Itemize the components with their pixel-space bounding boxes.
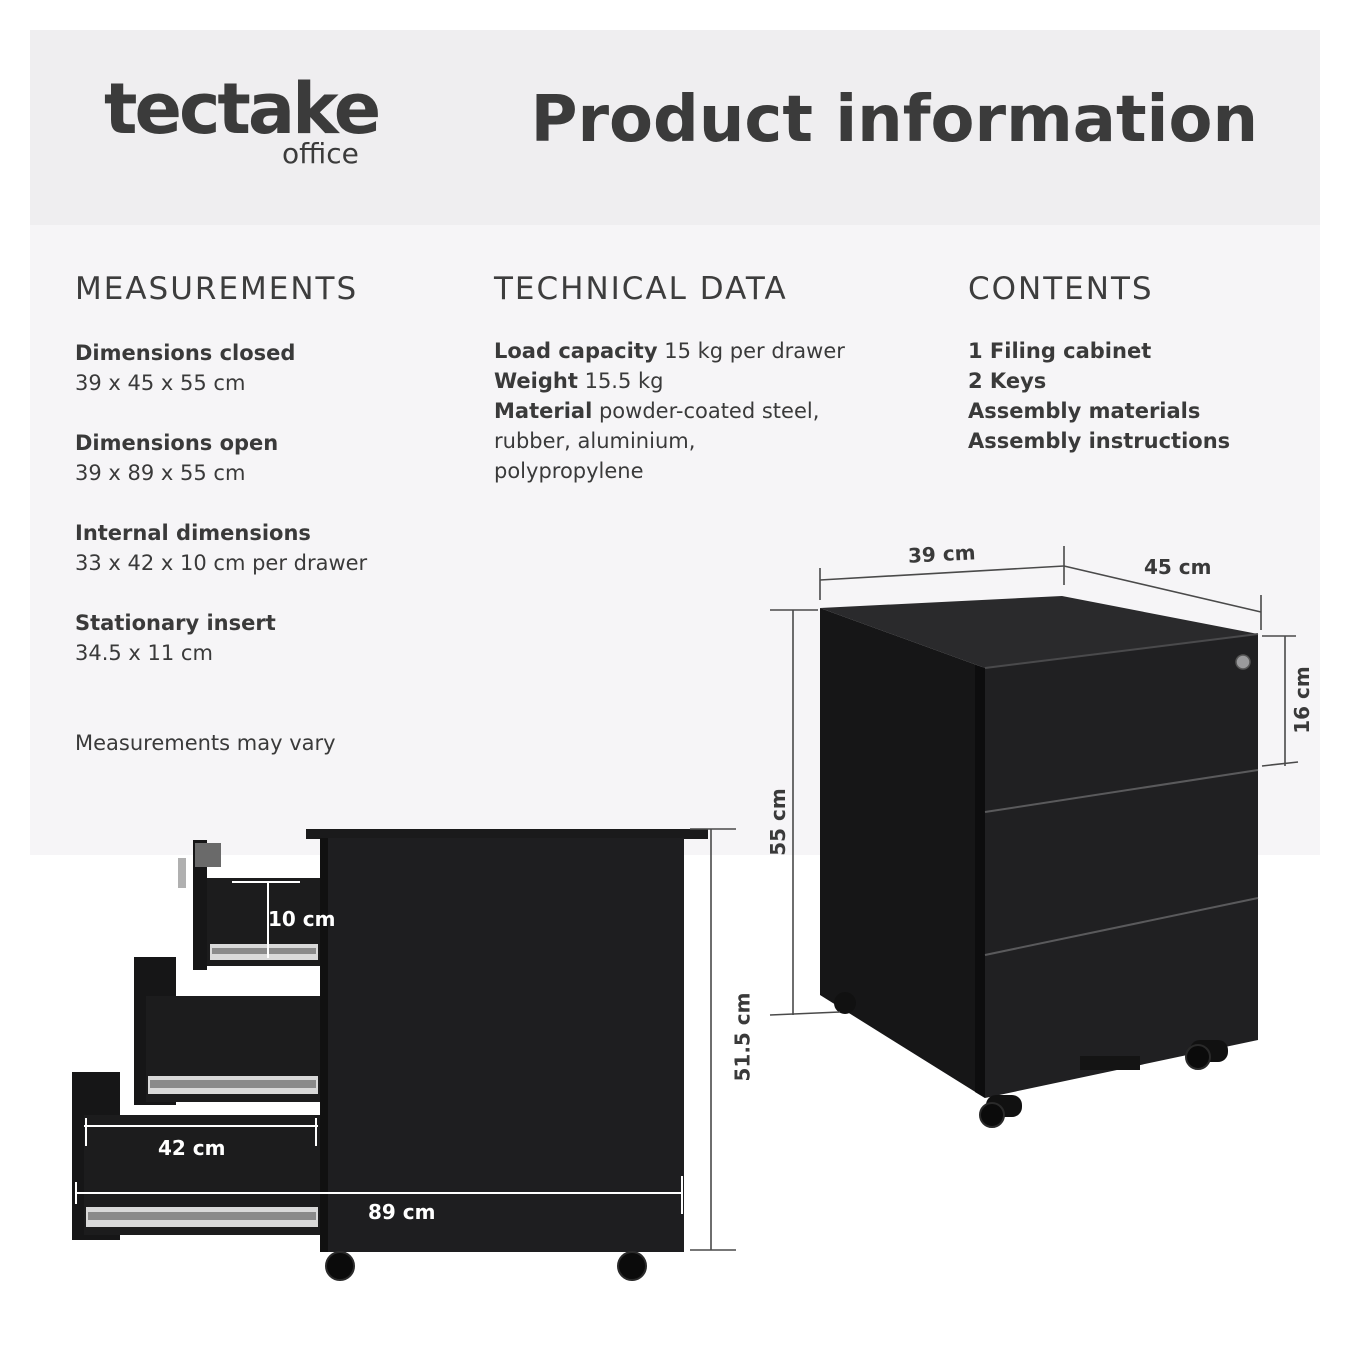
- measurement-label: Dimensions open: [75, 431, 279, 455]
- measurement-item: Internal dimensions 33 x 42 x 10 cm per …: [75, 518, 367, 578]
- measurement-label: Dimensions closed: [75, 341, 296, 365]
- contents-item: 2 Keys: [968, 369, 1047, 393]
- open-dimension-lines: [690, 828, 736, 1251]
- measurement-label: Internal dimensions: [75, 521, 311, 545]
- measurement-item: Dimensions closed 39 x 45 x 55 cm: [75, 338, 295, 398]
- weight-label: Weight: [494, 369, 578, 393]
- measurement-value: 33 x 42 x 10 cm per drawer: [75, 551, 368, 575]
- technical-heading: TECHNICAL DATA: [494, 271, 788, 307]
- material-value: polypropylene: [494, 459, 644, 483]
- header-band: [30, 30, 1320, 225]
- measurements-heading: MEASUREMENTS: [75, 271, 359, 307]
- brand-logo: tectake: [104, 68, 381, 150]
- measurement-item: Stationary insert 34.5 x 11 cm: [75, 608, 276, 668]
- measurement-value: 34.5 x 11 cm: [75, 641, 213, 665]
- measurements-note: Measurements may vary: [75, 731, 336, 755]
- drawer-depth-label: 42 cm: [158, 1136, 226, 1160]
- contents-list: 1 Filing cabinet 2 Keys Assembly materia…: [968, 336, 1230, 456]
- load-value: 15 kg per drawer: [664, 339, 845, 363]
- contents-heading: CONTENTS: [968, 271, 1154, 307]
- open-depth-label: 89 cm: [368, 1200, 436, 1224]
- closed-dimension-lines: [769, 546, 1299, 1016]
- contents-item: Assembly materials: [968, 399, 1201, 423]
- page-title: Product information: [530, 83, 1258, 157]
- brand-logo-sub: office: [282, 137, 359, 170]
- drawer-front-label: 16 cm: [1289, 666, 1314, 734]
- technical-block: Load capacity 15 kg per drawer Weight 15…: [494, 336, 845, 486]
- measurement-value: 39 x 89 x 55 cm: [75, 461, 246, 485]
- width-label: 39 cm: [907, 540, 977, 568]
- material-label: Material: [494, 399, 593, 423]
- contents-item: Assembly instructions: [968, 429, 1231, 453]
- contents-item: 1 Filing cabinet: [968, 339, 1152, 363]
- material-value: rubber, aluminium,: [494, 429, 696, 453]
- load-label: Load capacity: [494, 339, 658, 363]
- material-value: powder-coated steel,: [598, 399, 820, 423]
- body-height-label: 51.5 cm: [730, 992, 755, 1082]
- open-cabinet-image: [72, 829, 708, 1281]
- weight-value: 15.5 kg: [584, 369, 664, 393]
- measurement-label: Stationary insert: [75, 611, 276, 635]
- measurement-value: 39 x 45 x 55 cm: [75, 371, 246, 395]
- height-label: 55 cm: [765, 788, 790, 856]
- measurement-item: Dimensions open 39 x 89 x 55 cm: [75, 428, 278, 488]
- closed-cabinet-image: [820, 596, 1259, 1128]
- depth-label: 45 cm: [1144, 555, 1212, 579]
- drawer-height-label: 10 cm: [268, 907, 336, 931]
